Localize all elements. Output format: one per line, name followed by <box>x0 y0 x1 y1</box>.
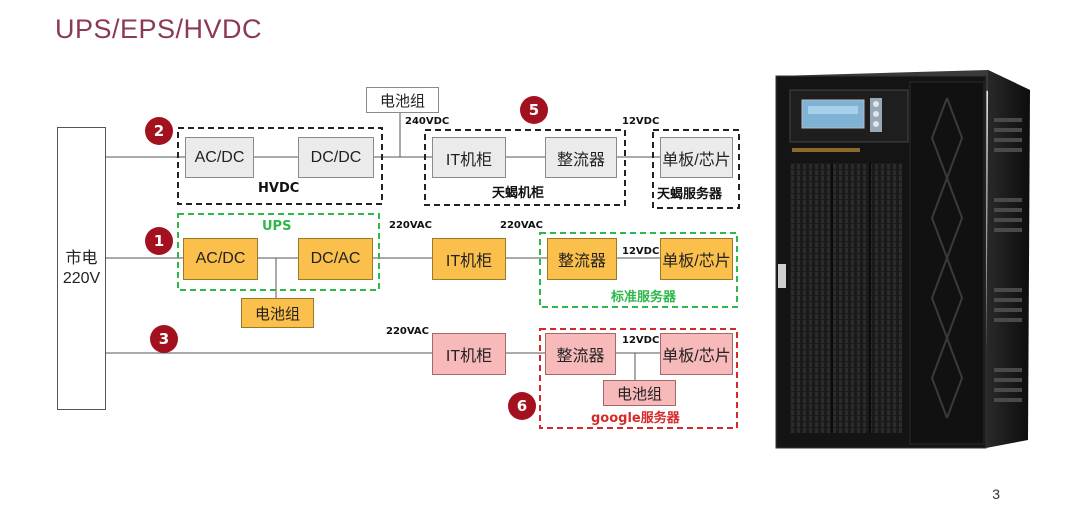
google-voltage-220: 220VAC <box>386 326 430 337</box>
hvdc-it-cabinet-box: IT机柜 <box>432 137 506 178</box>
ups-voltage-220b: 220VAC <box>500 220 544 231</box>
hvdc-server-group-label: 天蝎服务器 <box>657 187 723 202</box>
page-number: 3 <box>992 486 1000 502</box>
marker-1: 1 <box>145 227 173 255</box>
marker-2: 2 <box>145 117 173 145</box>
hvdc-board-box: 单板/芯片 <box>660 137 733 178</box>
ups-cabinet-image <box>775 70 1030 449</box>
hvdc-ac-dc-box: AC/DC <box>185 137 254 178</box>
hvdc-cabinet-group-label: 天蝎机柜 <box>492 186 545 201</box>
ups-it-cabinet-box: IT机柜 <box>432 238 506 280</box>
mains-220v: 市电 220V <box>57 127 106 410</box>
mains-label-line1: 市电 <box>65 249 98 267</box>
hvdc-voltage-240: 240VDC <box>405 116 450 127</box>
ups-rectifier-box: 整流器 <box>547 238 617 280</box>
hvdc-dc-dc-box: DC/DC <box>298 137 374 178</box>
google-rectifier-box: 整流器 <box>545 333 616 375</box>
ups-voltage-12: 12VDC <box>622 246 660 257</box>
marker-6: 6 <box>508 392 536 420</box>
hvdc-battery-box: 电池组 <box>366 87 439 113</box>
google-server-group-label: google服务器 <box>591 411 680 426</box>
ups-ac-dc-box: AC/DC <box>183 238 258 280</box>
ups-board-box: 单板/芯片 <box>660 238 733 280</box>
google-voltage-12: 12VDC <box>622 335 660 346</box>
hvdc-voltage-12: 12VDC <box>622 116 660 127</box>
ups-group-label: UPS <box>262 219 292 234</box>
hvdc-rectifier-box: 整流器 <box>545 137 617 178</box>
mains-label-line2: 220V <box>62 269 101 287</box>
google-it-cabinet-box: IT机柜 <box>432 333 506 375</box>
hvdc-group-label: HVDC <box>258 181 300 196</box>
marker-5: 5 <box>520 96 548 124</box>
google-battery-box: 电池组 <box>603 380 676 406</box>
marker-3: 3 <box>150 325 178 353</box>
page-title: UPS/EPS/HVDC <box>55 14 263 44</box>
ups-battery-box: 电池组 <box>241 298 314 328</box>
ups-voltage-220a: 220VAC <box>389 220 433 231</box>
ups-dc-ac-box: DC/AC <box>298 238 373 280</box>
google-board-box: 单板/芯片 <box>660 333 733 375</box>
ups-server-group-label: 标准服务器 <box>611 290 677 305</box>
